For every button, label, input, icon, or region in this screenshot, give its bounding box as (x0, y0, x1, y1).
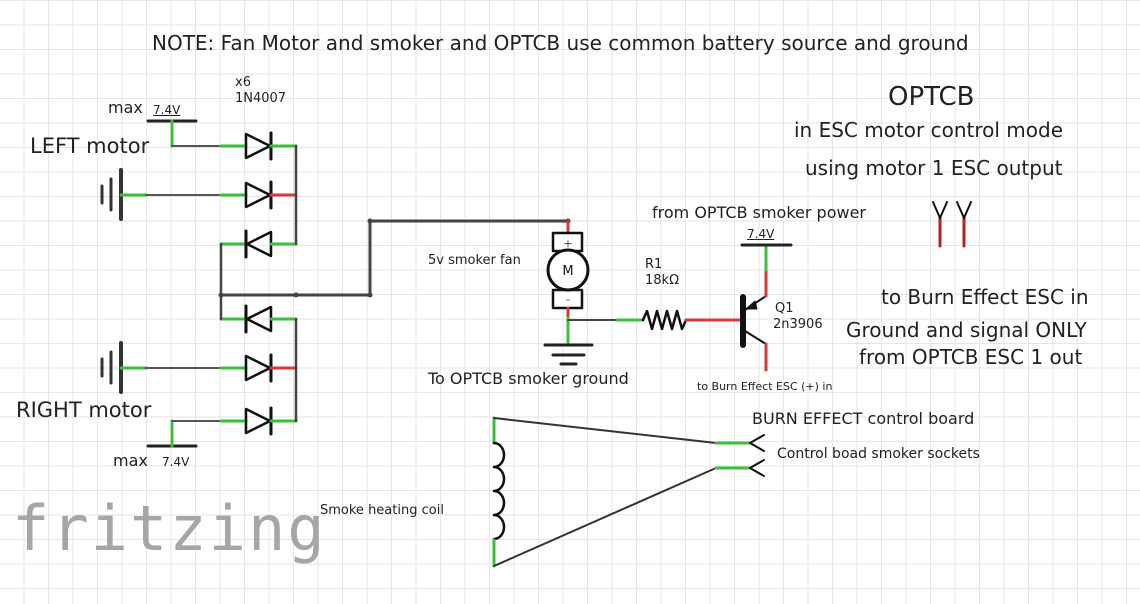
left-supply-terminal (146, 119, 198, 148)
diode-d4 (219, 304, 298, 334)
diode-part-label: 1N4007 (235, 91, 287, 106)
resistor-ref: R1 (645, 257, 663, 272)
left-supply-voltage: 7.4V (153, 103, 181, 117)
ground-label: To OPTCB smoker ground (428, 369, 629, 388)
diode-d6 (219, 406, 298, 436)
smoker-sockets-icon (714, 434, 765, 477)
burn-esc-line-3: from OPTCB ESC 1 out (859, 345, 1083, 369)
control-board-title: BURN EFFECT control board (752, 409, 975, 428)
diode-d5 (219, 353, 298, 383)
wire (493, 417, 717, 444)
optcb-mode-line: in ESC motor control mode (794, 118, 1064, 142)
optcb-output-line: using motor 1 ESC output (805, 156, 1063, 180)
optcb-title: OPTCB (888, 82, 975, 112)
heating-coil-icon (492, 416, 506, 568)
fan-minus-sign: - (566, 293, 570, 306)
ground-icon (543, 316, 594, 366)
diode-d2 (219, 180, 298, 210)
fan-motor-icon (546, 219, 590, 320)
note-text: NOTE: Fan Motor and smoker and OPTCB use… (152, 31, 969, 55)
burn-esc-line-1: to Burn Effect ESC in (881, 285, 1089, 309)
left-motor-label: LEFT motor (30, 134, 150, 158)
fan-label: 5v smoker fan (428, 253, 521, 268)
diode-count-label: x6 (235, 75, 251, 90)
transistor-output-label: to Burn Effect ESC (+) in (697, 380, 833, 393)
left-supply-prefix: max (108, 98, 143, 117)
transistor-part: 2n3906 (773, 317, 823, 332)
diode-d3 (219, 229, 298, 259)
resistor-value: 18kΩ (645, 273, 680, 288)
heating-coil-label: Smoke heating coil (320, 503, 444, 518)
transistor-ref: Q1 (775, 301, 794, 316)
fan-motor-symbol: M (562, 264, 573, 279)
smoker-power-voltage: 7.4V (747, 227, 775, 241)
right-supply-terminal (146, 419, 198, 448)
burn-esc-line-2: Ground and signal ONLY (846, 318, 1087, 342)
left-battery-icon (100, 168, 222, 221)
wire (493, 467, 717, 567)
right-battery-icon (100, 341, 222, 394)
right-supply-prefix: max (113, 451, 148, 470)
fan-plus-sign: + (563, 237, 572, 250)
resistor-icon (641, 309, 688, 331)
smoker-power-label: from OPTCB smoker power (652, 203, 866, 222)
right-motor-label: RIGHT motor (16, 398, 152, 422)
diode-d1 (219, 131, 298, 161)
transistor-q1-icon (740, 243, 793, 372)
esc-output-pins-icon (932, 201, 972, 248)
control-board-sockets-label: Control boad smoker sockets (777, 446, 980, 462)
right-supply-voltage: 7.4V (162, 455, 190, 469)
fritzing-watermark-logo: fritzing (12, 492, 327, 565)
